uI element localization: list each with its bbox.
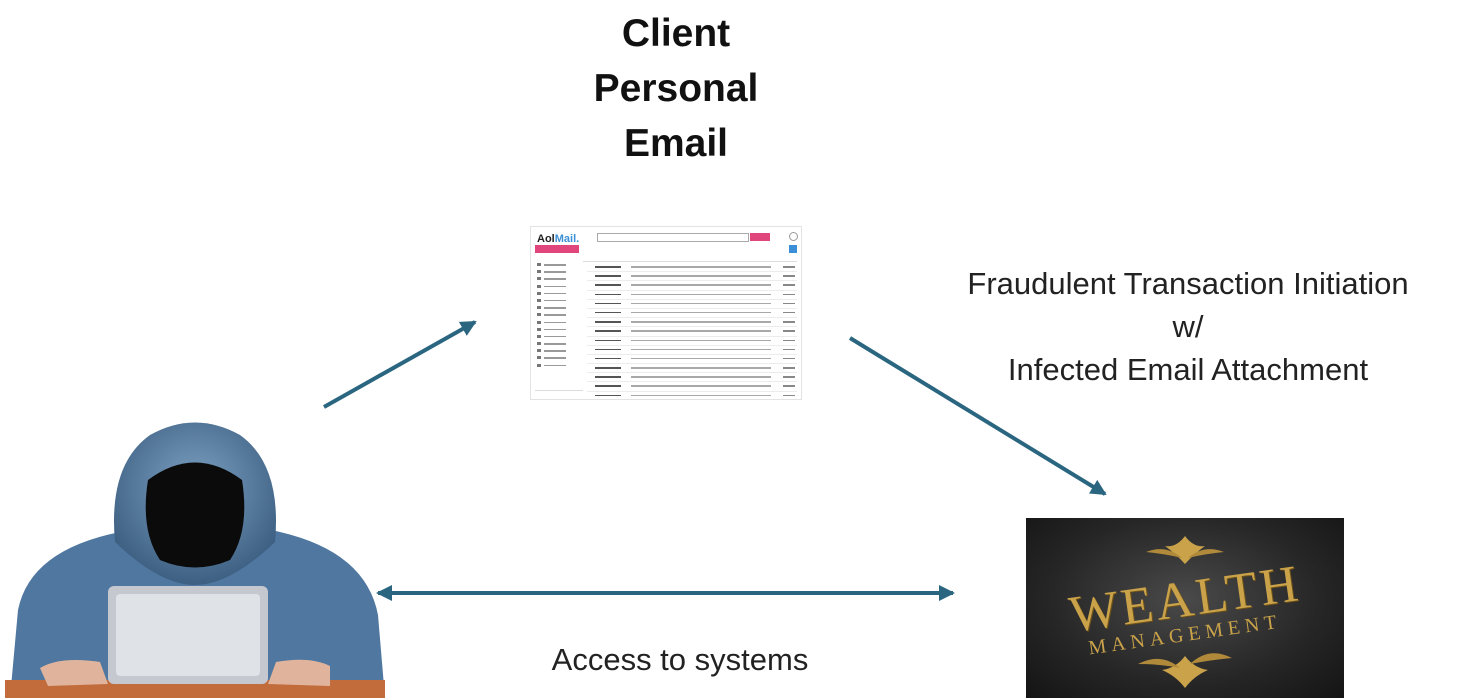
fraud-label-line-2: w/ [1172,309,1204,344]
fraud-label-line-3: Infected Email Attachment [1007,352,1369,387]
gear-icon [789,232,798,241]
access-to-systems-label: Access to systems [551,642,809,677]
mail-search-bar [597,233,749,242]
title-line-2: Personal [593,67,759,110]
mail-compose-button [535,245,579,253]
email-inbox-screenshot: AolMail. [530,226,802,400]
arrow-email-to-wealth [848,336,1107,496]
mail-toolbar [583,255,797,262]
client-personal-email-title: Client Personal Email [560,6,792,171]
title-line-1: Client [621,12,731,55]
hacker-image [5,422,385,698]
title-line-3: Email [623,122,729,165]
arrow-hacker-to-email [323,320,477,409]
gold-ornament-icon [1138,536,1232,688]
fraud-transaction-label: Fraudulent Transaction Initiation w/ Inf… [920,262,1456,391]
fraud-label-line-1: Fraudulent Transaction Initiation [967,266,1409,301]
mail-footer [535,390,583,396]
mail-search-button [750,233,770,241]
aol-mail-logo: AolMail. [537,233,580,245]
mail-folder-list [535,261,583,369]
mail-action-icon [789,245,797,253]
wealth-management-image: WEALTH MANAGEMENT [1026,518,1344,698]
mail-message-list [587,263,797,399]
